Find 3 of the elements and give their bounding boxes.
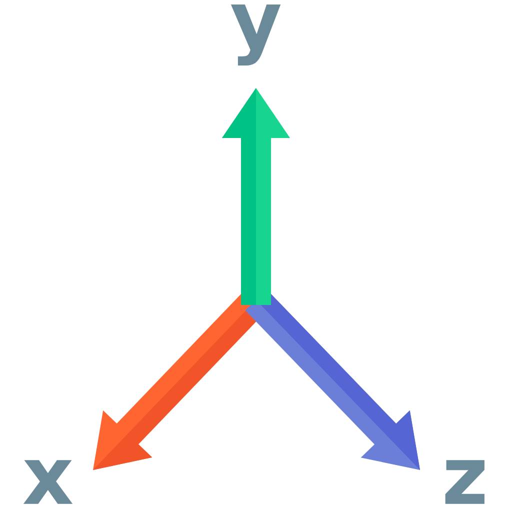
axis-label: z xyxy=(445,460,484,504)
axis-label: x xyxy=(23,460,73,504)
axis-label: y xyxy=(230,4,281,66)
